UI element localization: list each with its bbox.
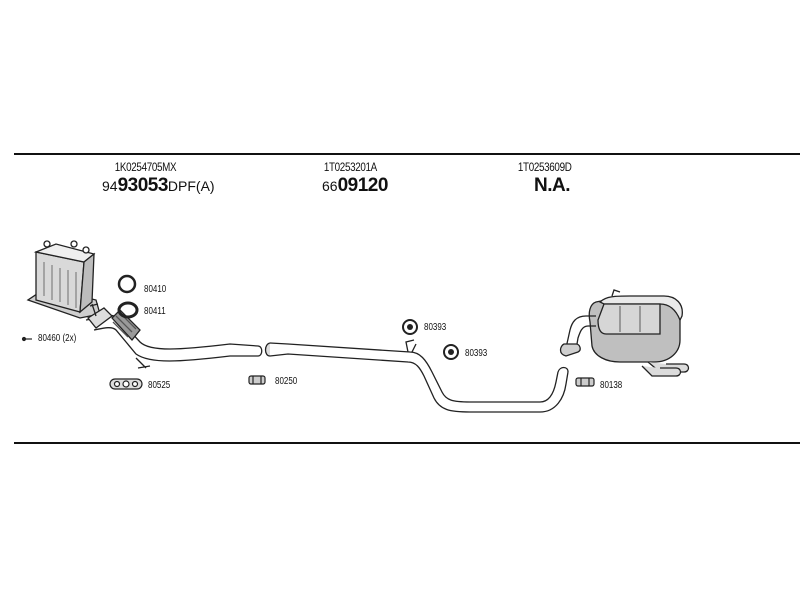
ring-icon-2 bbox=[117, 301, 139, 319]
bottom-divider bbox=[14, 442, 800, 444]
label-hanger-1: 80393 bbox=[424, 322, 447, 333]
label-clamp-2: 80138 bbox=[600, 380, 623, 391]
clamp-icon-2 bbox=[575, 377, 595, 387]
not-available-label: N.A. bbox=[534, 175, 571, 196]
bolt-icon bbox=[21, 336, 32, 342]
gasket-icon bbox=[109, 378, 143, 390]
label-clamp-1: 80250 bbox=[275, 376, 298, 387]
part-number-1-suffix: DPF(A) bbox=[167, 178, 215, 194]
part-number-1-prefix: 94 bbox=[102, 178, 118, 194]
label-gasket: 80525 bbox=[148, 380, 171, 391]
middle-pipe bbox=[264, 339, 569, 413]
dpf-converter bbox=[26, 240, 101, 319]
part-number-1: 9493053DPF(A) bbox=[102, 175, 215, 197]
part-number-2: 6609120 bbox=[322, 175, 388, 197]
part-number-1-main: 93053 bbox=[117, 175, 169, 196]
hanger-icon-2 bbox=[443, 344, 459, 360]
oem-number-3: 1T0253609D bbox=[517, 160, 572, 174]
label-ring-1: 80410 bbox=[144, 284, 167, 295]
label-hanger-2: 80393 bbox=[465, 348, 488, 359]
label-ring-2: 80411 bbox=[144, 306, 166, 317]
front-pipe bbox=[85, 303, 263, 369]
label-bolt: 80460 (2x) bbox=[38, 333, 77, 344]
part-number-2-prefix: 66 bbox=[322, 178, 338, 194]
oem-number-2: 1T0253201A bbox=[323, 160, 377, 174]
hanger-icon-1 bbox=[402, 319, 418, 335]
clamp-icon-1 bbox=[248, 375, 266, 385]
ring-icon-1 bbox=[117, 274, 137, 294]
rear-silencer bbox=[559, 289, 690, 377]
part-number-2-main: 09120 bbox=[337, 175, 389, 196]
oem-number-1: 1K0254705MX bbox=[114, 160, 177, 174]
top-divider bbox=[14, 153, 800, 155]
